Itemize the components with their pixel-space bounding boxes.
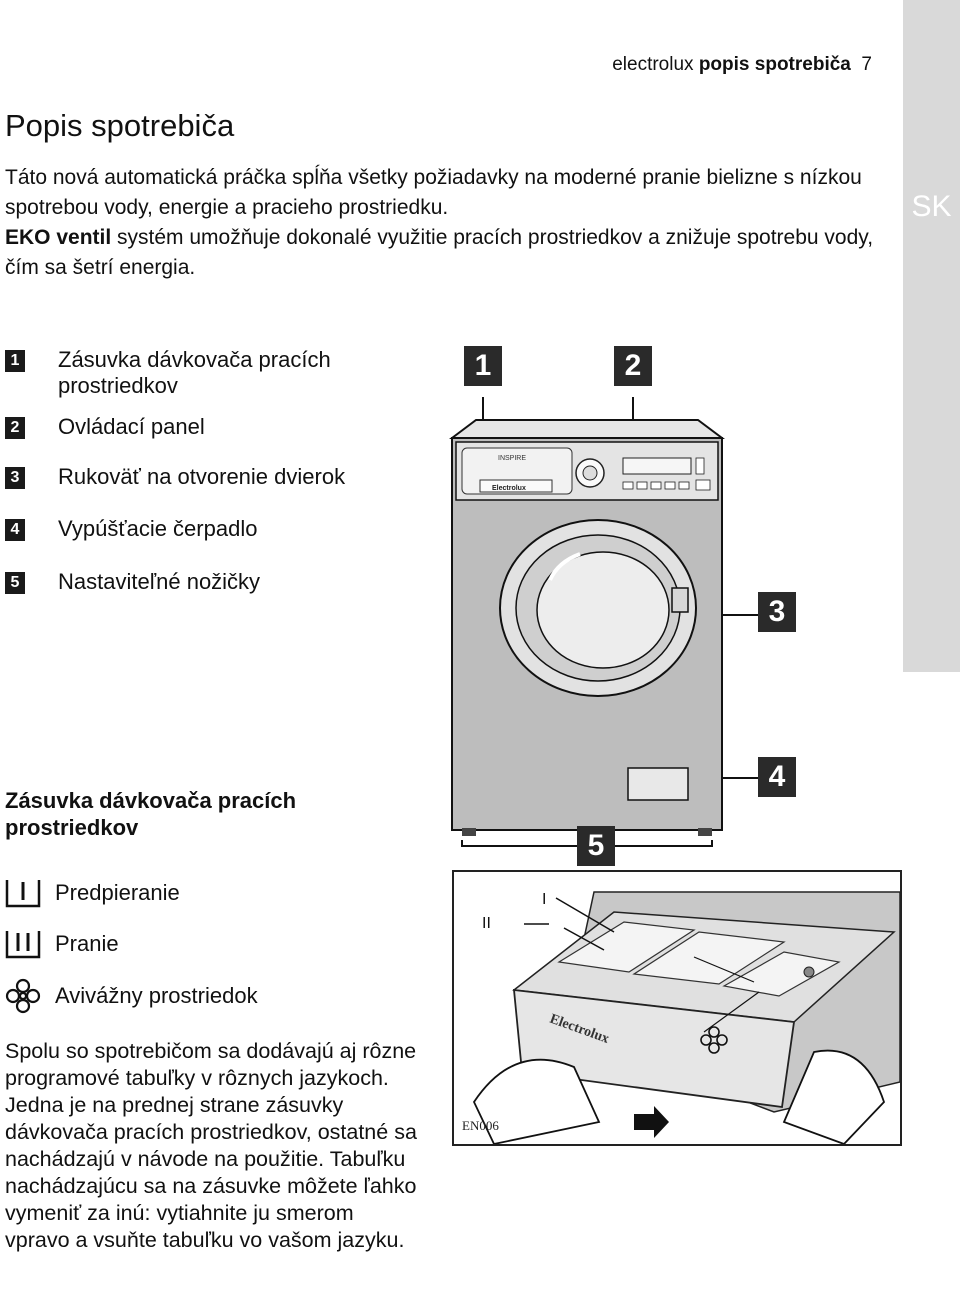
callout-1: 1 — [464, 346, 502, 386]
callout-4: 4 — [758, 757, 796, 797]
legend-item-2: 2 Ovládací panel — [5, 414, 378, 440]
legend-number-badge: 1 — [5, 350, 25, 372]
intro-text: Táto nová automatická práčka spĺňa všetk… — [5, 163, 880, 283]
legend-item-5: 5 Nastaviteľné nožičky — [5, 569, 378, 595]
door-glass — [536, 551, 670, 669]
dispenser-section-title: Zásuvka dávkovača pracích prostriedkov — [5, 788, 297, 840]
foot-left — [462, 828, 476, 836]
door-handle — [671, 587, 689, 613]
legend-number-badge: 5 — [5, 572, 25, 594]
machine-brand-label: Electrolux — [492, 485, 526, 492]
header-section: popis spotrebiča — [698, 54, 851, 75]
legend-label: Ovládací panel — [58, 414, 205, 439]
legend-item-1: 1 Zásuvka dávkovača pracích prostriedkov — [5, 347, 378, 399]
language-tab-label: SK — [911, 190, 952, 223]
prewash-compartment — [557, 921, 696, 973]
figure-code: EN006 — [462, 1118, 499, 1133]
prewash-icon — [5, 880, 41, 908]
flower-icon — [5, 978, 41, 1014]
page-header: electrolux popis spotrebiča 7 — [612, 54, 872, 76]
legend-item-4: 4 Vypúšťacie čerpadlo — [5, 516, 378, 542]
foot-right — [698, 828, 712, 836]
softener-item: Avivážny prostriedok — [5, 978, 258, 1014]
callout-2: 2 — [614, 346, 652, 386]
prewash-label: Predpieranie — [55, 880, 180, 905]
display-screen — [622, 457, 692, 475]
eko-ventil-label: EKO ventil — [5, 226, 112, 249]
legend-number-badge: 4 — [5, 519, 25, 541]
intro-paragraph-2-rest: systém umožňuje dokonalé využitie pracíc… — [5, 226, 874, 279]
legend-item-3: 3 Rukoväť na otvorenie dvierok — [5, 464, 378, 490]
legend-label: Nastaviteľné nožičky — [58, 569, 261, 594]
page-number: 7 — [861, 54, 872, 75]
intro-paragraph-2: EKO ventil systém umožňuje dokonalé využ… — [5, 223, 880, 283]
mainwash-label: Pranie — [55, 931, 119, 956]
mainwash-icon — [5, 931, 41, 959]
dispenser-drawer-illustration: Electrolux II I — [452, 870, 902, 1146]
intro-paragraph-1: Táto nová automatická práčka spĺňa všetk… — [5, 166, 862, 219]
inspire-label: INSPIRE — [498, 455, 526, 462]
drawer-front — [512, 988, 796, 1109]
left-hand — [472, 1058, 601, 1144]
program-chart-instructions: Spolu so spotrebičom sa dodávajú aj rôzn… — [5, 1039, 417, 1252]
legend-number-badge: 3 — [5, 467, 25, 489]
drawer-mark-ii: II — [482, 915, 491, 932]
pull-arrow-icon — [634, 1106, 669, 1138]
drawer-mark-i: I — [542, 891, 546, 908]
prewash-item: Predpieranie — [5, 876, 180, 910]
washing-machine-illustration: INSPIRE Electrolux — [449, 397, 758, 847]
softener-compartment — [722, 951, 841, 997]
legend-label: Vypúšťacie čerpadlo — [58, 516, 258, 541]
callout-3: 3 — [758, 592, 796, 632]
right-hand — [782, 1049, 886, 1144]
flower-icon — [700, 1026, 728, 1054]
mainwash-item: Pranie — [5, 927, 119, 961]
page-title: Popis spotrebiča — [5, 108, 235, 143]
header-brand: electrolux — [612, 54, 694, 75]
legend-number-badge: 2 — [5, 417, 25, 439]
softener-label: Avivážny prostriedok — [55, 983, 258, 1008]
legend-label: Rukoväť na otvorenie dvierok — [58, 464, 346, 489]
callout-5: 5 — [577, 826, 615, 866]
pump-cover — [627, 767, 689, 801]
mainwash-compartment — [632, 931, 786, 985]
language-tab — [903, 0, 960, 672]
legend-label: Zásuvka dávkovača pracích prostriedkov — [58, 347, 331, 398]
